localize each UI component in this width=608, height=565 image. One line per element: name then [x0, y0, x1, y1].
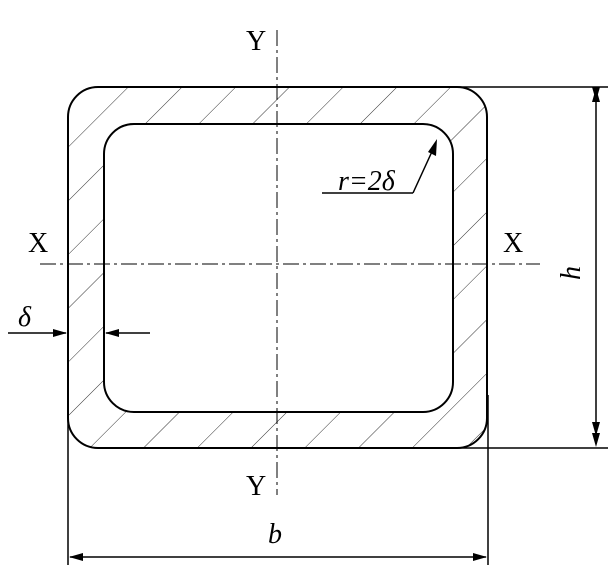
- y-axis-label-bottom: Y: [246, 471, 266, 502]
- width-label: b: [268, 519, 282, 550]
- wall-hatching: [68, 87, 487, 448]
- x-axis-label-right: X: [503, 228, 523, 259]
- thickness-label: δ: [18, 302, 32, 333]
- thickness-arrowhead-right: [105, 329, 119, 337]
- x-axis-label-left: X: [28, 228, 48, 259]
- inner-contour: [103, 123, 454, 413]
- height-label: h: [556, 266, 587, 280]
- radius-arrowhead: [428, 139, 437, 156]
- thickness-arrowhead-left: [53, 329, 67, 337]
- y-axis-label-top: Y: [246, 26, 266, 57]
- radius-label: r=2δ: [338, 166, 396, 197]
